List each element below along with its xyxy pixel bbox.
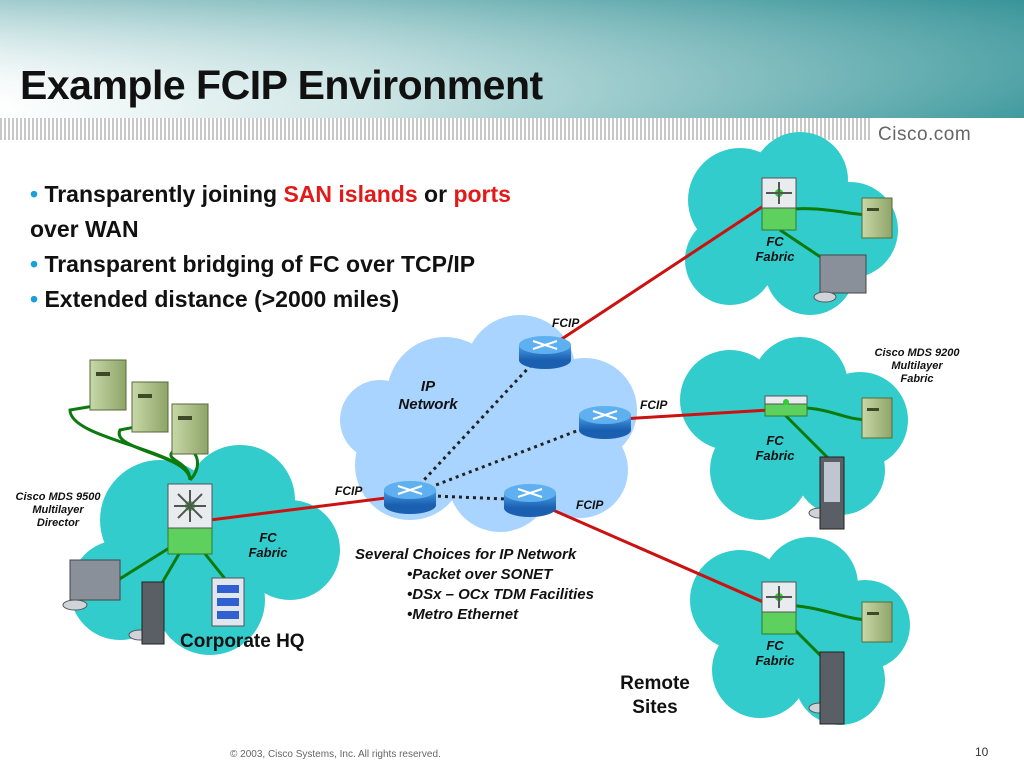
bullet-1-text: Transparently joining	[44, 181, 284, 207]
bullet-3-text: Extended distance (>2000 miles)	[44, 286, 400, 312]
ip-choice-item: •Packet over SONET	[407, 566, 553, 583]
bullet-list: • Transparently joining SAN islands or p…	[30, 177, 650, 317]
fc-fabric-label-bottom: FC Fabric	[755, 638, 795, 668]
ip-choice-item: •Metro Ethernet	[407, 606, 519, 623]
bullet-1-continuation: over WAN	[30, 216, 139, 242]
server-icon	[89, 197, 893, 643]
corporate-hq-label: Corporate HQ	[180, 631, 305, 652]
mds9200-switch-icon-bottom	[761, 581, 797, 635]
remote-sites-label: Remote Sites	[620, 673, 690, 718]
disk-array-icon	[211, 577, 245, 627]
bullet-marker: •	[30, 181, 39, 207]
fc-fabric-label-hq: FC Fabric	[248, 530, 288, 560]
bullet-marker: •	[30, 286, 39, 312]
bullet-marker: •	[30, 251, 39, 277]
bullet-item-3: • Extended distance (>2000 miles)	[30, 282, 650, 317]
copyright-footer: © 2003, Cisco Systems, Inc. All rights r…	[230, 749, 441, 760]
cisco-logo: Cisco.com	[878, 124, 972, 145]
wan-links	[209, 203, 771, 607]
fcip-label-bottom: FCIP	[576, 498, 604, 512]
ip-choices-title: Several Choices for IP Network	[355, 546, 577, 563]
ip-choices-block: Several Choices for IP Network •Packet o…	[355, 545, 594, 625]
bullet-2-text: Transparent bridging of FC over TCP/IP	[44, 251, 476, 277]
storage-array-icon	[69, 254, 867, 601]
fcip-label-middle: FCIP	[640, 398, 668, 412]
mds9200-switch-icon-top	[761, 177, 797, 231]
mds9500-label: Cisco MDS 9500 Multilayer Director	[15, 491, 101, 529]
bullet-item-1: • Transparently joining SAN islands or p…	[30, 177, 650, 247]
bullet-1-connector: or	[417, 181, 454, 207]
ip-network-label: IP Network	[398, 378, 458, 413]
bullet-item-2: • Transparent bridging of FC over TCP/IP	[30, 247, 650, 282]
mds9200-label: Cisco MDS 9200 Multilayer Fabric	[874, 347, 960, 385]
fcip-label-hq: FCIP	[335, 484, 363, 498]
page-number: 10	[975, 745, 989, 759]
mds9200-switch-icon-middle	[764, 395, 808, 417]
mds9500-switch-icon	[167, 483, 213, 555]
fc-fabric-label-middle: FC Fabric	[755, 433, 795, 463]
slide-title: Example FCIP Environment	[20, 62, 543, 108]
fc-fabric-label-top: FC Fabric	[755, 234, 795, 264]
router-icon	[384, 336, 631, 517]
bullet-1-highlight-san-islands: SAN islands	[283, 181, 418, 207]
fcip-label-top: FCIP	[552, 316, 580, 330]
header-stripes	[0, 118, 870, 140]
bullet-1-highlight-ports: ports	[453, 181, 511, 207]
ip-choice-item: •DSx – OCx TDM Facilities	[407, 586, 594, 603]
